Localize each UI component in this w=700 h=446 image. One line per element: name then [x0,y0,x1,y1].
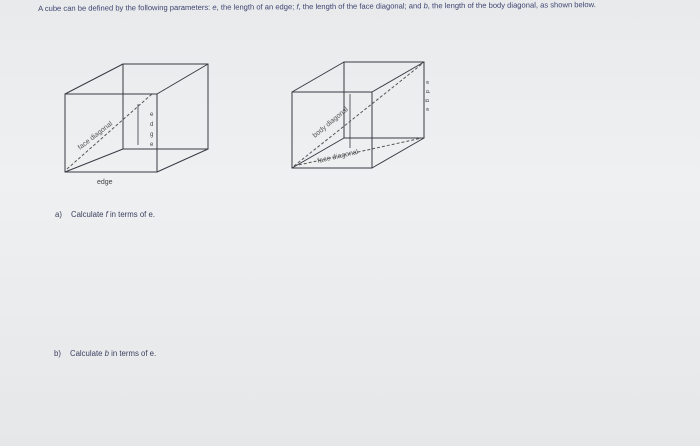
intro-part: , the length of an edge; [216,2,297,12]
question-var: f [105,210,108,219]
front-face [64,93,158,173]
side-letter: e [424,108,430,111]
face-diagonal-line [293,137,423,167]
left-cube-figure: face diagonal edge e d g e [64,63,209,186]
intro-part: A cube can be defined by the following p… [38,2,213,13]
side-letter: d [424,90,430,93]
question-var: b [104,349,109,358]
edge-label: edge [97,179,113,186]
intro-text: A cube can be defined by the following p… [38,0,688,15]
face-diagonal-label: face diagonal [77,120,114,151]
face-diagonal-line [66,93,153,170]
question-label: b) [54,349,61,358]
back-face [122,63,209,150]
side-letter: e [150,112,154,118]
side-letter: e [150,142,154,148]
face-diagonal-label: face diagonal [317,149,360,165]
side-letter: g [150,132,153,138]
question-a: a) Calculate f in terms of e. [55,210,155,219]
right-cube-figure: body diagonal face diagonal e d g e [291,61,430,169]
intro-part: , the length of the body diagonal, as sh… [427,0,596,11]
question-b: b) Calculate b in terms of e. [54,349,156,358]
question-text: in terms of e. [107,210,156,219]
question-text: Calculate [70,210,106,219]
question-text: Calculate [69,349,105,358]
body-diagonal-line [293,63,423,167]
front-face [291,91,373,169]
side-letter: d [150,122,153,128]
intro-part: , the length of the face diagonal; and [298,1,424,12]
back-face [343,61,425,139]
side-letter: g [424,99,430,102]
side-letter: e [424,81,430,84]
question-label: a) [55,210,62,219]
question-text: in terms of e. [108,349,157,358]
